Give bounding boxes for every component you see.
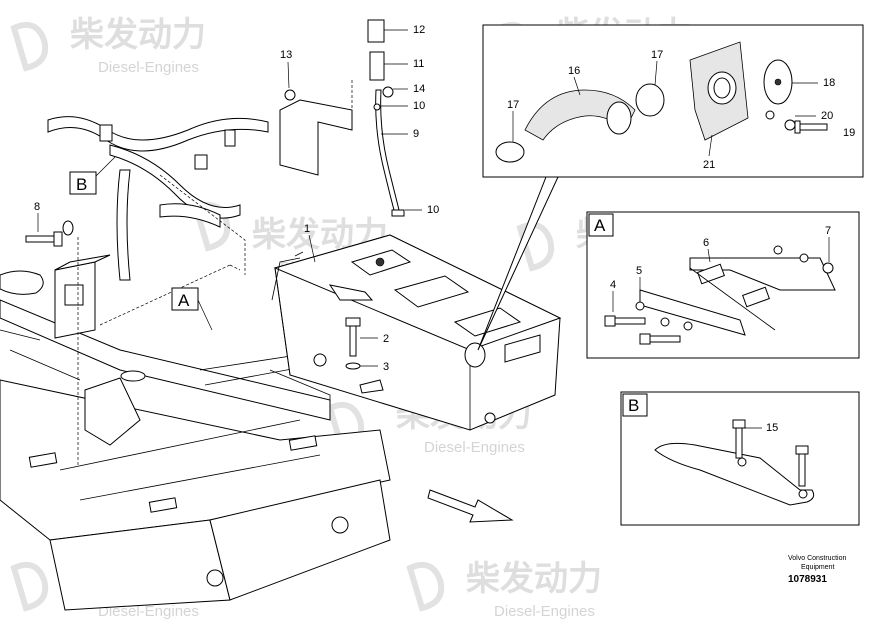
- svg-text:柴发动力: 柴发动力: [466, 560, 602, 598]
- svg-text:13: 13: [280, 49, 292, 61]
- callout-14: 14: [393, 83, 425, 95]
- breather-assembly: [279, 19, 405, 217]
- svg-text:6: 6: [703, 237, 709, 249]
- callout-4: 4: [610, 279, 616, 312]
- tank-cover-2: [393, 275, 470, 308]
- bolt-15a: [732, 419, 746, 459]
- callout-10b: 10: [405, 204, 439, 216]
- svg-text:Diesel-Engines: Diesel-Engines: [98, 603, 199, 620]
- svg-text:Diesel-Engines: Diesel-Engines: [494, 603, 595, 620]
- view-label-b: B: [69, 156, 116, 195]
- svg-text:19: 19: [843, 127, 855, 139]
- view-label-a: A: [171, 287, 213, 331]
- callout-16: 16: [568, 65, 581, 96]
- svg-text:Diesel-Engines: Diesel-Engines: [98, 59, 199, 76]
- svg-text:8: 8: [34, 201, 40, 213]
- svg-text:16: 16: [568, 65, 580, 77]
- washer-20: [784, 119, 796, 131]
- svg-text:20: 20: [821, 110, 833, 122]
- svg-text:10: 10: [413, 100, 425, 112]
- svg-text:14: 14: [413, 83, 425, 95]
- callout-15: 15: [745, 422, 778, 434]
- callout-9: 9: [381, 128, 419, 140]
- svg-text:7: 7: [825, 225, 831, 237]
- breather-cap: [367, 19, 385, 43]
- callout-6: 6: [703, 237, 711, 263]
- callout-3: 3: [360, 361, 389, 373]
- bracket-6: [689, 257, 836, 291]
- svg-text:5: 5: [636, 265, 642, 277]
- callout-19: 19: [843, 127, 855, 139]
- callout-8: 8: [34, 201, 40, 232]
- breather-filter: [369, 51, 385, 81]
- callouts-main: 1 2 3 8 9 10 10 11: [34, 24, 439, 373]
- svg-text:Equipment: Equipment: [801, 564, 835, 571]
- bolt-15b: [795, 445, 809, 487]
- clamp-17b: [635, 83, 665, 117]
- direction-arrow: [427, 489, 514, 523]
- svg-text:3: 3: [383, 361, 389, 373]
- svg-text:12: 12: [413, 24, 425, 36]
- washer-7: [822, 262, 834, 274]
- callout-5: 5: [636, 265, 642, 296]
- svg-text:4: 4: [610, 279, 616, 291]
- callout-20: 20: [795, 110, 833, 122]
- bolt-4: [604, 315, 681, 345]
- detail-box-a: A 4 5 6: [586, 211, 860, 359]
- watermark-8: 柴发动力 Diesel-Engines: [406, 560, 602, 620]
- svg-text:9: 9: [413, 128, 419, 140]
- svg-text:A: A: [178, 291, 190, 310]
- credit-block: Volvo Construction Equipment 1078931: [788, 555, 846, 585]
- svg-text:Diesel-Engines: Diesel-Engines: [424, 439, 525, 456]
- svg-text:1: 1: [304, 223, 310, 235]
- callout-11: 11: [384, 58, 424, 70]
- svg-text:A: A: [594, 216, 606, 235]
- callout-2: 2: [360, 333, 389, 345]
- svg-text:18: 18: [823, 77, 835, 89]
- watermark-1: 柴发动力 Diesel-Engines: [10, 16, 206, 76]
- bolt-8: [25, 220, 74, 247]
- bracket-plate: [654, 442, 815, 506]
- svg-text:2: 2: [383, 333, 389, 345]
- callout-1: 1: [304, 223, 316, 263]
- callout-18: 18: [792, 77, 835, 89]
- fuel-tank: [269, 234, 562, 431]
- svg-text:11: 11: [413, 58, 424, 70]
- document-number: 1078931: [788, 574, 827, 585]
- frame-assembly: [0, 254, 391, 611]
- bolt-19: [794, 120, 828, 134]
- callout-7: 7: [825, 225, 831, 262]
- callout-17b: 17: [651, 49, 663, 86]
- detail-filler-box: 16 17 17 18 19 20 21: [477, 24, 864, 351]
- svg-text:17: 17: [651, 49, 663, 61]
- clamp-17a: [495, 141, 525, 163]
- filler-neck: [464, 342, 486, 368]
- callout-10a: 10: [381, 100, 425, 112]
- svg-text:15: 15: [766, 422, 778, 434]
- svg-text:21: 21: [703, 159, 715, 171]
- callout-13: 13: [280, 49, 292, 89]
- bolt-2: [345, 317, 361, 357]
- svg-text:10: 10: [427, 204, 439, 216]
- svg-text:B: B: [76, 175, 87, 194]
- washer-3: [345, 362, 361, 370]
- tank-cover-1: [350, 249, 412, 276]
- svg-text:柴发动力: 柴发动力: [70, 16, 206, 54]
- svg-text:17: 17: [507, 99, 519, 111]
- svg-text:Volvo Construction: Volvo Construction: [788, 555, 846, 562]
- detail-box-b: B 15: [620, 391, 860, 526]
- svg-text:B: B: [628, 396, 639, 415]
- hose-assembly-b: [47, 116, 269, 281]
- callout-12: 12: [384, 24, 425, 36]
- callout-21: 21: [703, 134, 715, 171]
- tank-cover-3: [453, 307, 522, 337]
- callout-17a: 17: [507, 99, 519, 142]
